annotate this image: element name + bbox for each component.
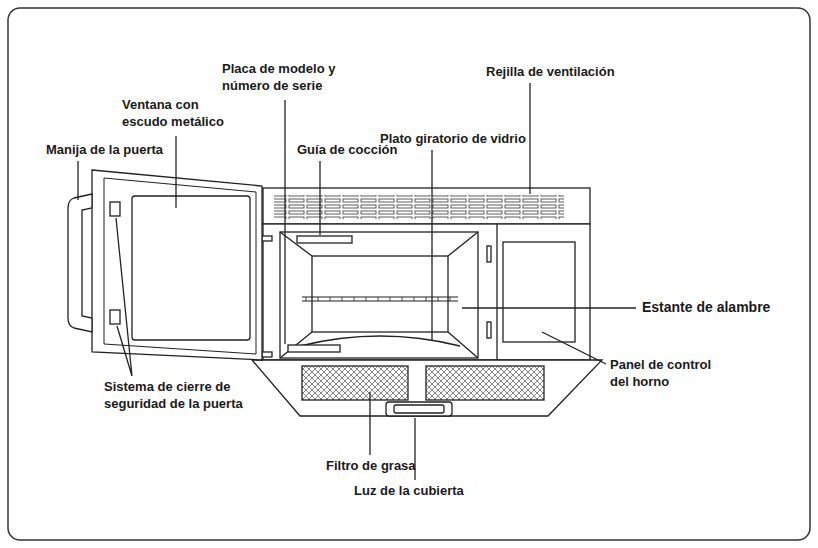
model-plate — [288, 345, 340, 352]
hinge — [262, 236, 272, 241]
part-label: Plato giratorio de vidrio — [380, 130, 526, 147]
part-label: Sistema de cierre de seguridad de la pue… — [104, 378, 294, 412]
frame — [8, 8, 810, 540]
oven-cavity — [280, 232, 478, 358]
part-label: Rejilla de ventilación — [486, 63, 615, 80]
part-label: Ventana con escudo metálico — [122, 96, 240, 130]
door-latch — [110, 202, 120, 216]
leader-line — [116, 218, 132, 376]
oven-body — [263, 224, 590, 360]
part-label: Estante de alambre — [642, 299, 770, 316]
grease-filter — [426, 366, 544, 400]
part-label: Guía de cocción — [297, 141, 397, 158]
cooking-guide — [297, 236, 352, 243]
leader-line — [542, 332, 606, 364]
part-label: Placa de modelo y número de serie — [222, 60, 372, 94]
door-window — [132, 196, 250, 340]
door — [92, 170, 262, 360]
leader-line — [319, 161, 320, 235]
cooktop-light-lens — [394, 405, 444, 413]
leader-line — [77, 161, 78, 200]
door-handle — [68, 194, 92, 332]
part-label: Luz de la cubierta — [354, 482, 464, 499]
grease-filter — [302, 366, 408, 400]
vent-band — [263, 188, 590, 224]
door-slot — [487, 246, 491, 262]
part-label: Panel de control del horno — [610, 356, 728, 390]
wire-rack-bars — [306, 297, 450, 301]
leader-line — [462, 307, 636, 308]
cooktop-light — [386, 402, 452, 416]
leader-line — [284, 100, 285, 344]
panel-divider — [496, 224, 497, 360]
control-panel — [503, 242, 575, 342]
hood — [252, 360, 602, 416]
door-slot — [487, 322, 491, 338]
part-label: Filtro de grasa — [326, 457, 416, 474]
cavity-back — [312, 256, 448, 332]
leader-line — [175, 136, 176, 208]
leader-line — [431, 150, 432, 340]
cavity-edges — [280, 232, 478, 358]
wire-rack — [302, 297, 458, 301]
microwave — [68, 170, 602, 416]
vent-grille — [274, 195, 564, 219]
leader-line — [529, 83, 530, 194]
leader-line — [369, 392, 370, 455]
hinge — [262, 352, 272, 357]
part-label: Manija de la puerta — [46, 141, 163, 158]
door-latch — [110, 310, 120, 324]
